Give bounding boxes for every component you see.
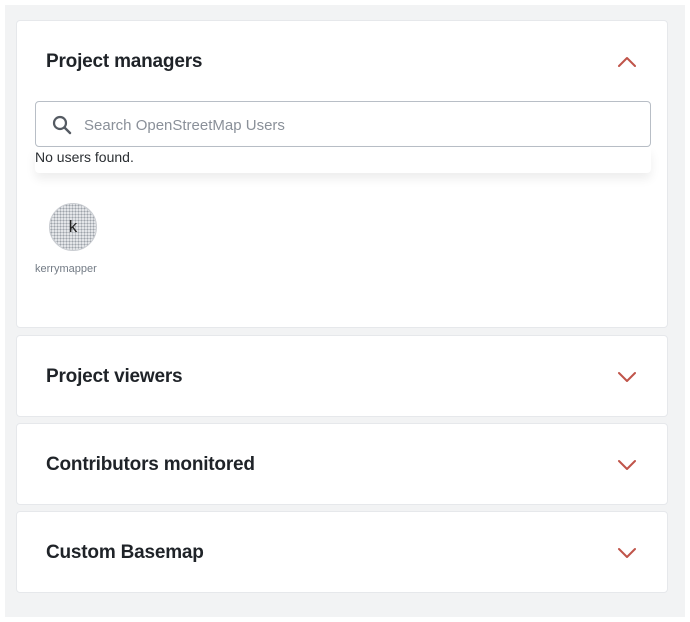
avatar[interactable]: k bbox=[49, 203, 97, 251]
avatar-username: kerrymapper bbox=[35, 263, 97, 275]
chevron-down-icon[interactable] bbox=[617, 459, 637, 471]
section-title: Project viewers bbox=[46, 366, 183, 387]
avatar-initial: k bbox=[68, 217, 78, 236]
search-icon bbox=[52, 115, 72, 135]
custom-basemap-section: Custom Basemap bbox=[16, 511, 668, 593]
user-chip[interactable]: k kerrymapper bbox=[35, 203, 105, 275]
section-title: Custom Basemap bbox=[46, 542, 204, 563]
user-search-input[interactable] bbox=[82, 102, 642, 148]
no-results-message: No users found. bbox=[35, 149, 134, 165]
settings-panel: Project managers No users found. k kerry… bbox=[5, 5, 685, 617]
project-managers-header[interactable]: Project managers bbox=[17, 21, 667, 103]
contributors-monitored-section: Contributors monitored bbox=[16, 423, 668, 505]
chevron-down-icon[interactable] bbox=[617, 371, 637, 383]
custom-basemap-header[interactable]: Custom Basemap bbox=[17, 512, 667, 594]
project-viewers-header[interactable]: Project viewers bbox=[17, 336, 667, 418]
project-viewers-section: Project viewers bbox=[16, 335, 668, 417]
chevron-down-icon[interactable] bbox=[617, 547, 637, 559]
section-title: Project managers bbox=[46, 51, 203, 72]
chevron-up-icon[interactable] bbox=[617, 56, 637, 68]
section-title: Contributors monitored bbox=[46, 454, 255, 475]
contributors-monitored-header[interactable]: Contributors monitored bbox=[17, 424, 667, 506]
search-results-dropdown: No users found. bbox=[35, 147, 651, 173]
user-search-box[interactable] bbox=[35, 101, 651, 148]
project-managers-section: Project managers No users found. k kerry… bbox=[16, 20, 668, 328]
